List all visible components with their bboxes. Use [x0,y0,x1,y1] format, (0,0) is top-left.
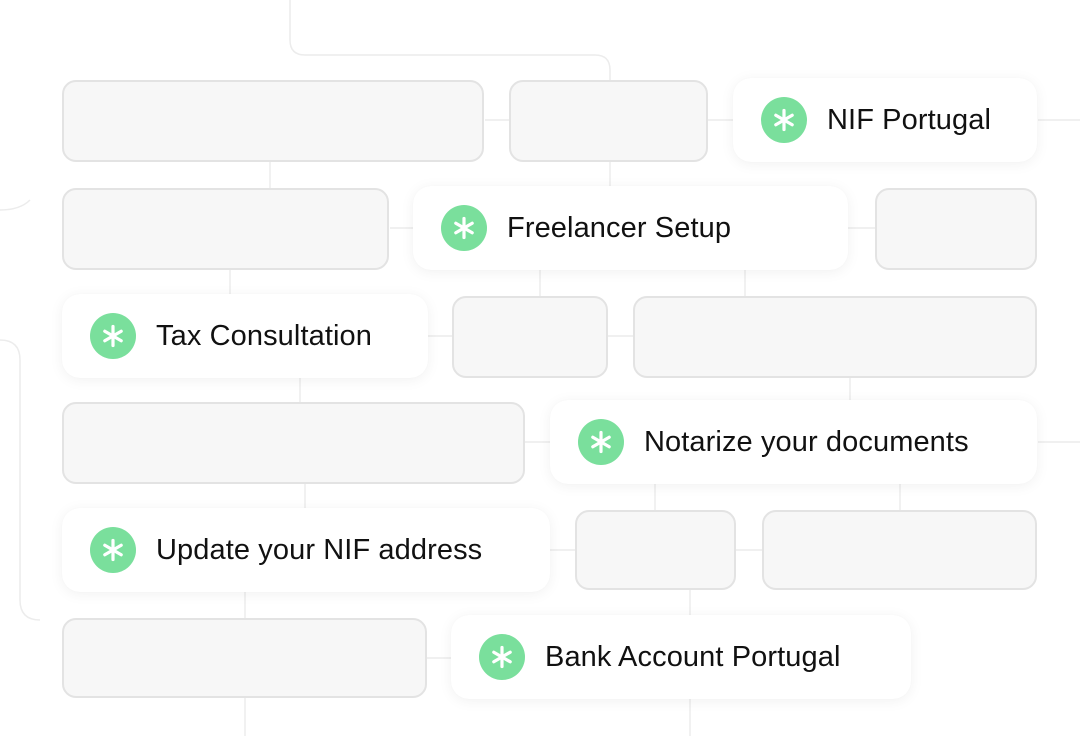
placeholder-tag [62,188,389,270]
service-tag-label: NIF Portugal [827,103,991,136]
service-tag-notarize-your-documents[interactable]: Notarize your documents [550,400,1037,484]
asterisk-icon [479,634,525,680]
asterisk-icon [761,97,807,143]
placeholder-tag [875,188,1037,270]
asterisk-icon [90,527,136,573]
placeholder-tag [62,80,484,162]
service-tag-update-your-nif-address[interactable]: Update your NIF address [62,508,550,592]
placeholder-tag [509,80,708,162]
placeholder-tag [762,510,1037,590]
service-tag-label: Update your NIF address [156,533,483,566]
asterisk-icon [578,419,624,465]
asterisk-icon [90,313,136,359]
service-tag-label: Tax Consultation [156,319,372,352]
placeholder-tag [62,402,525,484]
placeholder-tag [633,296,1037,378]
service-tag-freelancer-setup[interactable]: Freelancer Setup [413,186,848,270]
service-tag-nif-portugal[interactable]: NIF Portugal [733,78,1037,162]
placeholder-tag [62,618,427,698]
asterisk-icon [441,205,487,251]
service-tag-label: Bank Account Portugal [545,640,841,673]
service-tag-label: Freelancer Setup [507,211,732,244]
service-tag-label: Notarize your documents [644,425,969,458]
service-tag-bank-account-portugal[interactable]: Bank Account Portugal [451,615,911,699]
service-tag-tax-consultation[interactable]: Tax Consultation [62,294,428,378]
placeholder-tag [452,296,608,378]
placeholder-tag [575,510,736,590]
